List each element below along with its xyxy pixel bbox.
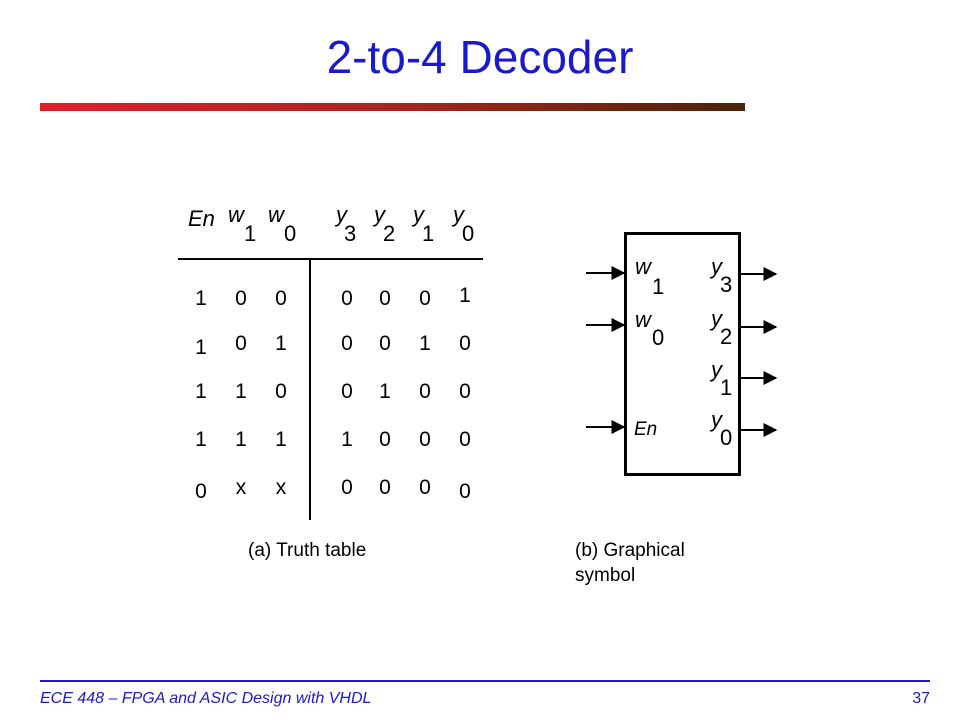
table-cell: 0 (459, 380, 471, 403)
table-cell: 0 (379, 332, 391, 355)
symbol-input-w0: w (635, 307, 651, 332)
table-cell: 0 (195, 480, 207, 503)
page-number: 37 (912, 690, 930, 707)
table-cell: x (235, 476, 247, 499)
symbol-output-y1: y (711, 357, 722, 382)
title-underline-bar (40, 103, 745, 111)
table-cell: 0 (235, 332, 247, 355)
table-cell: 1 (235, 380, 247, 403)
table-cell: 0 (459, 480, 471, 503)
symbol-output-y2-subscript: 2 (720, 324, 733, 349)
table-cell: 0 (379, 428, 391, 451)
symbol-caption-line2: symbol (575, 565, 636, 586)
symbol-caption: (b) Graphical symbol (575, 538, 685, 588)
symbol-output-y0-subscript: 0 (720, 425, 733, 450)
table-cell: x (275, 476, 287, 499)
header-y3-subscript: 3 (344, 221, 357, 246)
table-cell: 1 (195, 380, 207, 403)
table-cell: 0 (459, 428, 471, 451)
table-cell: 1 (275, 332, 287, 355)
header-y2-subscript: 2 (383, 221, 396, 246)
table-cell: 0 (235, 287, 247, 310)
header-w0: w (268, 202, 284, 227)
table-cell: 0 (419, 476, 431, 499)
header-y0-subscript: 0 (462, 221, 475, 246)
table-cell: 1 (195, 336, 207, 359)
table-cell: 1 (459, 284, 471, 307)
symbol-output-y0: y (711, 407, 722, 432)
table-cell: 1 (195, 428, 207, 451)
table-cell: 1 (341, 428, 353, 451)
table-cell: 1 (275, 428, 287, 451)
header-y1-subscript: 1 (422, 221, 435, 246)
symbol-output-y1-subscript: 1 (720, 375, 733, 400)
header-y3: y (336, 202, 347, 227)
table-cell: 0 (419, 428, 431, 451)
table-cell: 0 (341, 380, 353, 403)
table-cell: 0 (341, 332, 353, 355)
table-cell: 0 (379, 287, 391, 310)
symbol-input-w1: w (635, 254, 651, 279)
table-header-divider (178, 258, 483, 260)
footer-course: ECE 448 – FPGA and ASIC Design with VHDL (40, 690, 372, 707)
footer-divider (40, 680, 930, 682)
symbol-output-y3-subscript: 3 (720, 272, 733, 297)
header-w0-subscript: 0 (284, 221, 297, 246)
header-y1: y (413, 202, 424, 227)
header-w1: w (228, 202, 244, 227)
table-column-divider (309, 258, 311, 520)
truth-table-caption: (a) Truth table (248, 540, 367, 561)
symbol-output-y3: y (711, 254, 722, 279)
symbol-input-en: En (634, 419, 658, 440)
table-cell: 0 (275, 287, 287, 310)
table-cell: 1 (235, 428, 247, 451)
table-cell: 1 (419, 332, 431, 355)
table-cell: 1 (195, 287, 207, 310)
decoder-block (624, 232, 741, 476)
table-cell: 0 (459, 332, 471, 355)
symbol-output-y2: y (711, 306, 722, 331)
table-cell: 0 (275, 380, 287, 403)
symbol-input-w0-subscript: 0 (652, 325, 665, 350)
table-cell: 0 (419, 287, 431, 310)
header-y0: y (453, 202, 464, 227)
table-cell: 0 (379, 476, 391, 499)
symbol-caption-line1: (b) Graphical (575, 540, 685, 561)
table-cell: 1 (379, 380, 391, 403)
symbol-input-w1-subscript: 1 (652, 274, 665, 299)
header-en: En (188, 206, 215, 231)
header-y2: y (374, 202, 385, 227)
page-title: 2-to-4 Decoder (326, 31, 634, 83)
table-cell: 0 (419, 380, 431, 403)
table-cell: 0 (341, 476, 353, 499)
table-cell: 0 (341, 287, 353, 310)
header-w1-subscript: 1 (244, 221, 257, 246)
